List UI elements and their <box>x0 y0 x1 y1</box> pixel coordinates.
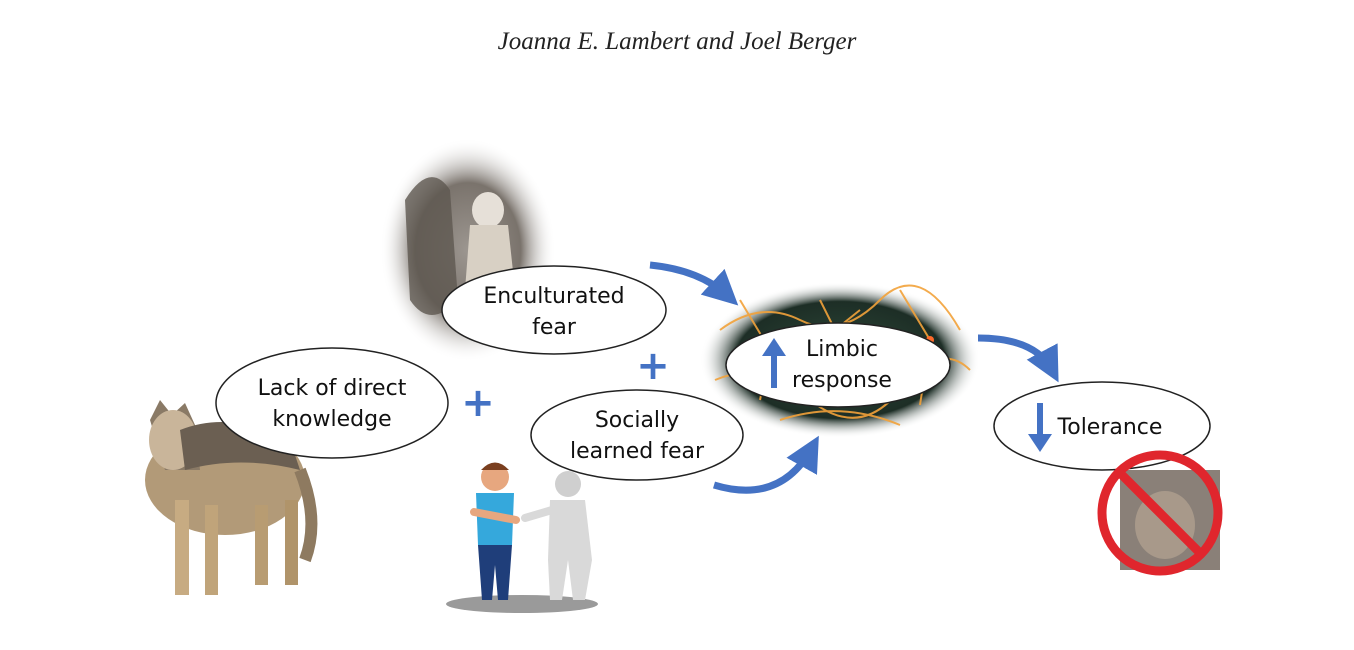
label-line: response <box>792 368 892 393</box>
node-tolerance <box>993 381 1211 471</box>
label-line: Lack of direct <box>257 376 407 401</box>
increase-arrow-icon <box>762 338 786 388</box>
node-lack-of-knowledge <box>215 347 449 459</box>
label-enculturated-fear: Enculturated fear <box>454 281 654 343</box>
label-lack-of-knowledge: Lack of direct knowledge <box>232 373 432 435</box>
node-enculturated-fear <box>441 265 667 355</box>
label-line: learned fear <box>569 439 705 464</box>
label-socially-learned-fear: Socially learned fear <box>537 405 737 467</box>
label-line: fear <box>532 315 576 340</box>
arrow-limbic-to-tolerance <box>977 334 1059 383</box>
person-pointing-icon <box>446 462 598 613</box>
authors-header: Joanna E. Lambert and Joel Berger <box>497 28 857 55</box>
node-limbic-response <box>725 322 951 408</box>
label-line: Tolerance <box>1057 415 1163 440</box>
plus-operator: + <box>636 343 670 389</box>
arrow-enculturated-to-limbic <box>649 261 739 306</box>
node-socially-learned-fear <box>530 389 744 481</box>
label-limbic-response: Limbic response <box>752 334 932 396</box>
label-line: Socially <box>594 408 680 433</box>
no-wolf-sign-icon <box>1097 450 1223 576</box>
plus-operator: + <box>461 380 495 426</box>
arrow-socially-to-limbic <box>712 435 819 494</box>
label-line: Enculturated <box>483 284 625 309</box>
label-tolerance: Tolerance <box>1050 412 1170 443</box>
decrease-arrow-icon <box>1028 403 1052 452</box>
label-line: knowledge <box>272 407 392 432</box>
label-line: Limbic <box>806 337 878 362</box>
